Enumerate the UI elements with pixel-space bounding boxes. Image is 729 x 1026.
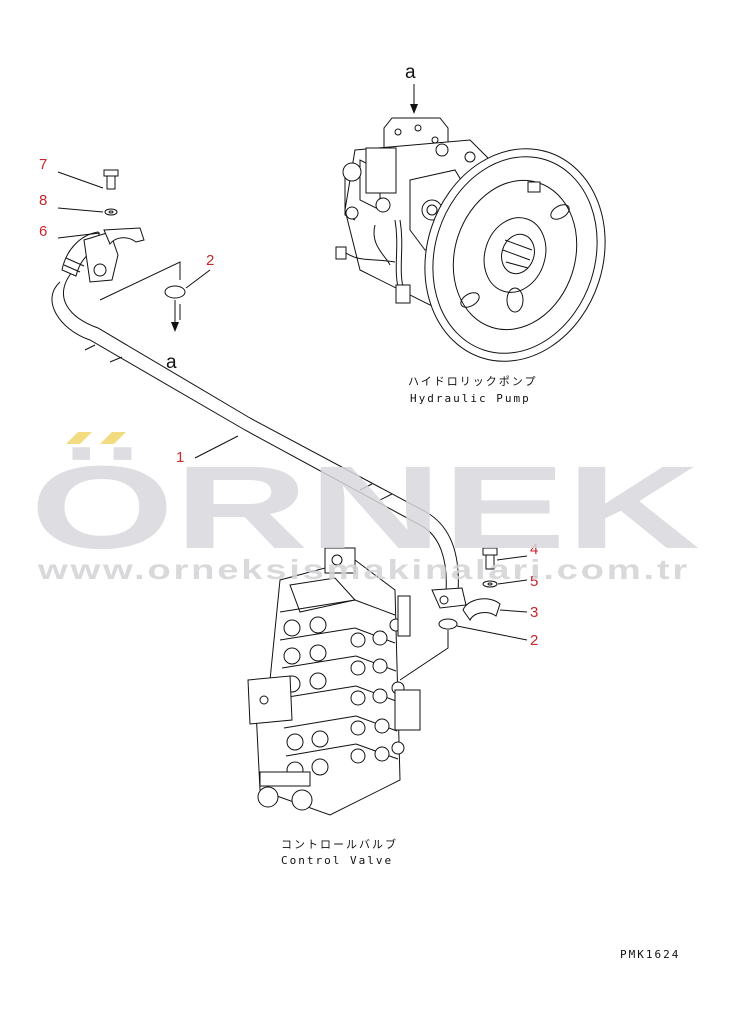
pump-label-jp: ハイドロリックポンプ <box>408 375 537 388</box>
callout-leaders <box>57 171 528 641</box>
callout-1: 1 <box>176 449 184 466</box>
clamp-upper <box>103 169 145 245</box>
watermark-url: www.orneksismakinalari.com.tr <box>37 554 690 585</box>
callout-8: 8 <box>39 192 47 209</box>
high-pressure-pipe <box>51 231 467 609</box>
valve-label-en: Control Valve <box>281 854 393 867</box>
valve-label-jp: コントロールバルブ <box>281 837 398 851</box>
callout-2-upper: 2 <box>206 252 214 269</box>
control-valve <box>247 547 421 816</box>
view-marker-top-letter: a <box>405 62 416 83</box>
o-ring-lower <box>438 618 458 630</box>
pump-label: ハイドロリックポンプ Hydraulic Pump <box>408 375 537 405</box>
view-marker-bottom: a <box>166 300 179 373</box>
callouts: 7 8 6 2 1 4 5 3 2 <box>39 156 538 649</box>
callout-7: 7 <box>39 156 47 173</box>
o-ring-upper <box>164 285 186 299</box>
callout-5: 5 <box>530 573 538 590</box>
callout-3: 3 <box>530 604 538 621</box>
o-ring-leader <box>399 630 449 681</box>
valve-ports <box>283 616 405 779</box>
view-marker-top: a <box>405 62 418 114</box>
drawing-code: PMK1624 <box>620 948 680 961</box>
pump-label-en: Hydraulic Pump <box>410 392 531 405</box>
callout-2-lower: 2 <box>530 632 538 649</box>
view-marker-bottom-letter: a <box>166 352 177 373</box>
clamp-lower <box>462 547 501 621</box>
valve-label: コントロールバルブ Control Valve <box>281 837 398 867</box>
watermark-accent-left <box>66 432 92 444</box>
watermark-accent-right <box>100 432 126 444</box>
watermark: ÖRNEK www.orneksismakinalari.com.tr <box>30 432 700 585</box>
watermark-brand: ÖRNEK <box>30 442 700 574</box>
hydraulic-pump <box>335 117 606 362</box>
callout-4: 4 <box>530 541 538 558</box>
callout-6: 6 <box>39 223 47 240</box>
